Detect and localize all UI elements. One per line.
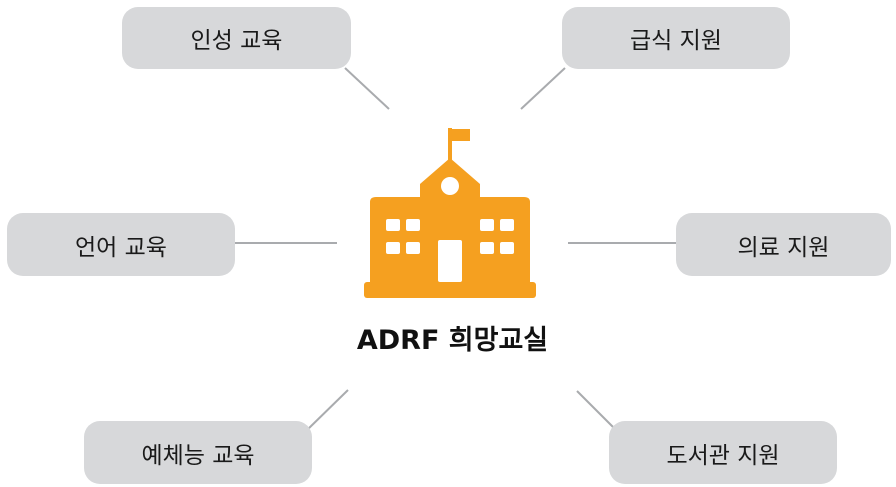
connector-doseo: [576, 390, 618, 432]
node-meal-support: 급식 지원: [562, 7, 790, 69]
node-arts-sports-education: 예체능 교육: [84, 421, 312, 484]
node-label: 언어 교육: [75, 234, 167, 261]
node-label: 인성 교육: [190, 28, 283, 54]
center-title: ADRF 희망교실: [356, 325, 549, 356]
school-icon: [364, 128, 536, 298]
node-insung-education: 인성 교육: [122, 7, 351, 69]
connector-gupsik: [520, 67, 566, 110]
node-library-support: 도서관 지원: [609, 421, 837, 484]
node-label: 의료 지원: [737, 234, 830, 261]
node-label: 예체능 교육: [141, 442, 255, 469]
connector-yechae: [304, 389, 349, 433]
node-label: 급식 지원: [630, 28, 722, 54]
node-medical-support: 의료 지원: [676, 213, 891, 276]
node-label: 도서관 지원: [666, 442, 780, 469]
connector-insung: [344, 67, 390, 110]
node-language-education: 언어 교육: [7, 213, 235, 276]
